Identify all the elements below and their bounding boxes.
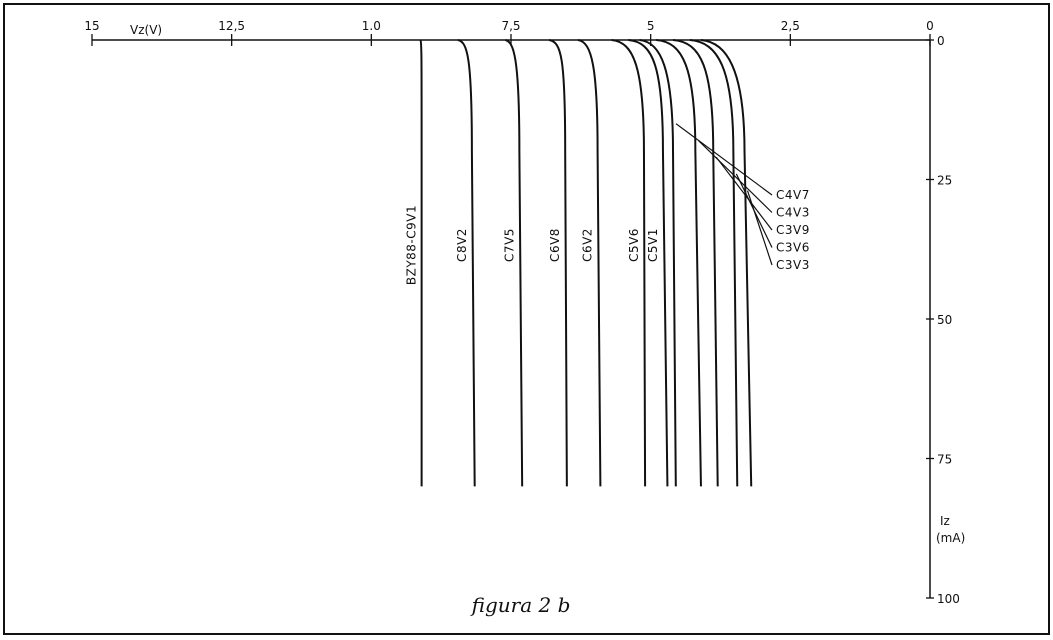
y-tick-label: 0 [937, 34, 945, 48]
figure-caption: figura 2 b [470, 593, 571, 617]
x-axis: Vz(V) 15 12,5 1.0 7,5 5 2,5 0 [84, 19, 934, 46]
series-label: C7V5 [502, 228, 516, 262]
series-leader-line [697, 140, 773, 213]
series-leader-line [715, 156, 773, 231]
x-tick-label: 2,5 [781, 19, 800, 33]
series-label: BZY88-C9V1 [405, 205, 419, 285]
y-tick-label: 50 [937, 313, 952, 327]
y-tick-label: 25 [937, 174, 952, 188]
x-tick-label: 1.0 [362, 19, 381, 33]
series-label: C3V6 [776, 241, 810, 255]
series-label: C6V8 [548, 228, 562, 262]
series-label: C5V6 [627, 228, 641, 262]
series-line-c3v6 [689, 39, 739, 487]
x-tick-label: 15 [84, 19, 99, 33]
series-line-c5v1 [628, 39, 669, 487]
series-line-c6v8 [548, 39, 568, 487]
series-line-c5v6 [611, 39, 647, 487]
y-ticks: 0 25 50 75 100 [926, 34, 960, 606]
x-tick-label: 12,5 [218, 19, 245, 33]
series-label: C3V3 [776, 258, 810, 272]
series-label: C4V7 [776, 188, 810, 202]
y-axis-label-line2: (mA) [936, 531, 965, 545]
series-leader-line [746, 190, 773, 266]
series-label: C4V3 [776, 206, 810, 220]
series-line-c4v3 [656, 39, 702, 487]
x-axis-label: Vz(V) [130, 23, 162, 37]
y-tick-label: 100 [937, 592, 960, 606]
series-label: C5V1 [646, 228, 660, 262]
x-ticks: 15 12,5 1.0 7,5 5 2,5 0 [84, 19, 934, 46]
y-tick-label: 75 [937, 453, 952, 467]
series-label: C3V9 [776, 223, 810, 237]
series-line-c7v5 [505, 39, 524, 487]
chart-border [3, 3, 1050, 635]
series-line-c3v9 [672, 39, 719, 487]
series-leader-line [675, 123, 773, 196]
y-axis: Iz (mA) 0 25 50 75 100 [926, 34, 965, 606]
y-axis-label-line1: Iz [940, 514, 950, 528]
series-label: C8V2 [455, 228, 469, 262]
x-tick-label: 7,5 [501, 19, 520, 33]
x-tick-label: 0 [926, 19, 934, 33]
series-line-c8v2 [457, 39, 476, 487]
x-tick-label: 5 [647, 19, 655, 33]
series-labels: BZY88-C9V1 C8V2 C7V5 C6V8 C6V2 C5V6 C5V1 C4V7C4… [405, 123, 810, 285]
series-label: C6V2 [581, 228, 595, 262]
series-line-c4v7 [639, 39, 677, 487]
series-line-bzy88-c9v1 [419, 39, 423, 487]
series-line-c3v3 [700, 39, 753, 487]
series-line-c6v2 [577, 39, 602, 487]
curves [419, 39, 753, 487]
